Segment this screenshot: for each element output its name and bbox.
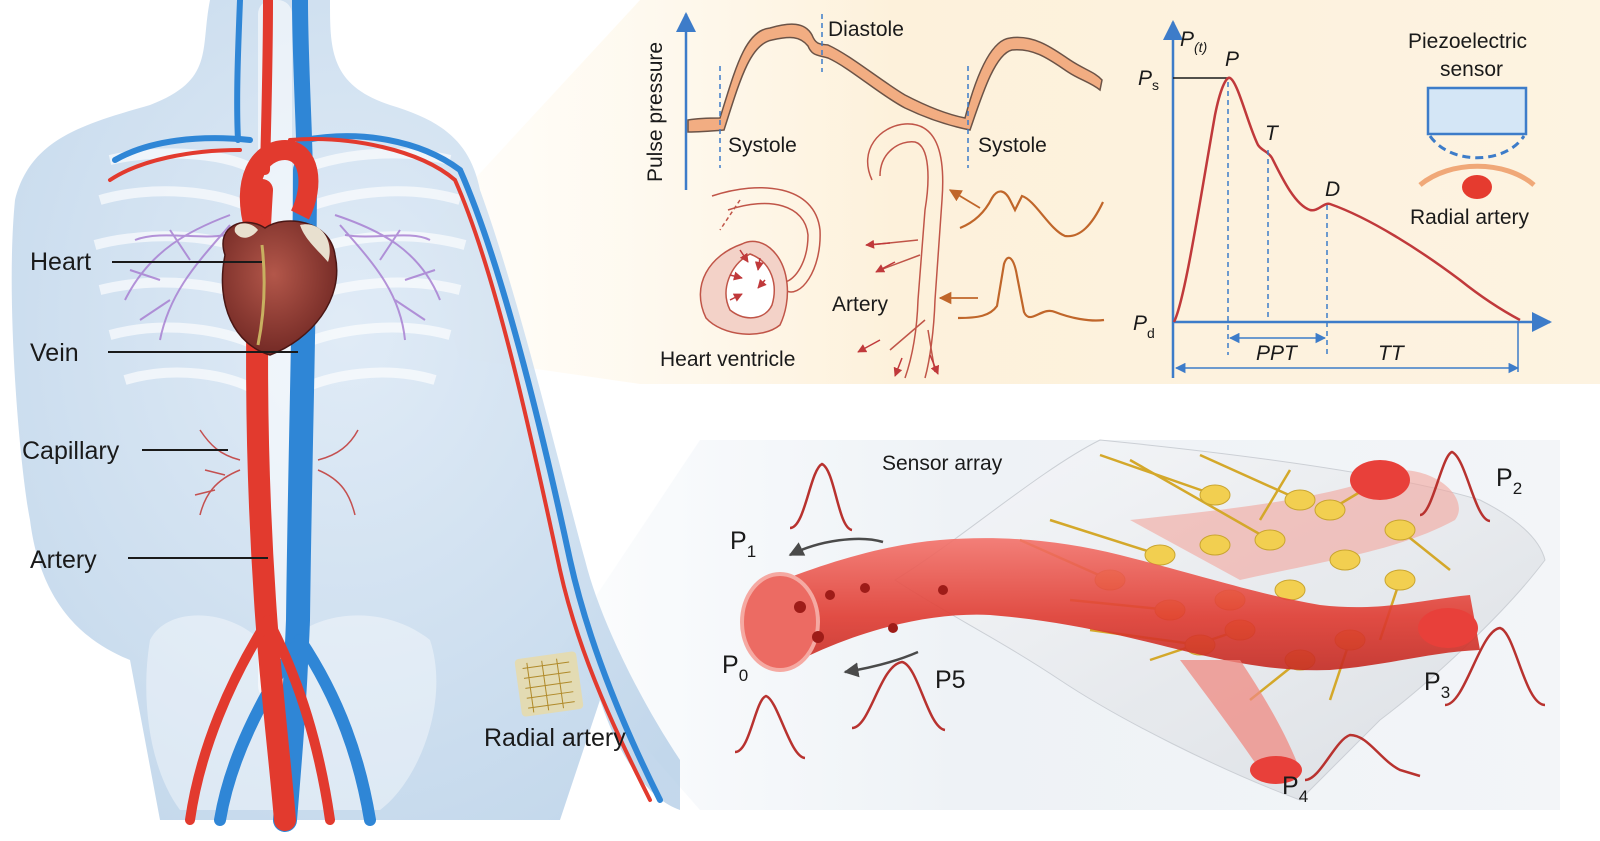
pulse-wave-p2 (1419, 450, 1491, 523)
anatomy-leader-lines (108, 261, 298, 559)
piezo-sensor-label-line1: Piezoelectric (1408, 30, 1527, 53)
point-label-p5: P5 (935, 666, 966, 694)
radial-vessel-branch (1180, 660, 1300, 770)
vessel-opening (740, 572, 820, 672)
pulse-waveform-panel: P(t) Ps Pd P T D PPT TT Piezoelectric se… (1133, 20, 1552, 378)
tt-label: TT (1378, 342, 1406, 365)
flow-arrow-p5 (843, 650, 919, 678)
artery-label: Artery (30, 546, 97, 574)
ventricle-arrows (729, 249, 767, 302)
systole-label-right: Systole (978, 134, 1047, 157)
artery-tree-arrows (857, 239, 940, 377)
peak-d-label: D (1325, 178, 1340, 201)
vessel-end-p3 (1418, 608, 1478, 648)
pulse-waveform-curve (1172, 76, 1521, 323)
peak-t-label: T (1265, 122, 1280, 145)
piezo-sensor-block (1426, 86, 1528, 136)
artery-panel-label: Artery (832, 293, 889, 316)
skin-surface (1418, 163, 1536, 187)
lung-vessels (124, 214, 441, 341)
phase-dividers (719, 14, 969, 168)
heart-illustration (221, 220, 338, 356)
sensor-array-title: Sensor array (882, 452, 1003, 475)
aortic-arch (239, 139, 319, 233)
heart-label: Heart (30, 248, 91, 276)
pulse-pressure-panel: Pulse pressure Diastole Systole Systole … (644, 12, 1105, 379)
point-label-p1: P1 (730, 527, 756, 561)
pulse-wave-p4 (1304, 733, 1421, 782)
radial-artery-sensor-label: Radial artery (1410, 206, 1530, 229)
pd-label: Pd (1133, 312, 1155, 341)
radial-artery-label: Radial artery (484, 724, 626, 752)
point-label-p4: P4 (1282, 772, 1308, 806)
diastole-label: Diastole (828, 18, 904, 41)
pulse-waveforms (734, 450, 1546, 782)
ppt-label: PPT (1256, 342, 1299, 365)
anatomy-illustration: Heart Vein Capillary Artery Radial arter… (11, 0, 681, 832)
piezo-sensor-deflection (1428, 135, 1526, 160)
capillary-network (194, 429, 359, 516)
point-label-p0: P0 (722, 651, 748, 685)
pulse-wave-p5 (851, 660, 946, 732)
body-silhouette (11, 0, 681, 820)
ps-label: Ps (1138, 67, 1159, 93)
pulse-wave-traces (957, 190, 1105, 322)
peak-markers (1227, 82, 1328, 355)
pulse-pressure-band (687, 23, 1103, 133)
piezo-sensor-label-line2: sensor (1440, 58, 1503, 81)
peak-p-label: P (1225, 48, 1239, 71)
point-label-p3: P3 (1424, 668, 1450, 702)
systole-label-left: Systole (728, 134, 797, 157)
vessel-end-p2 (1350, 460, 1410, 500)
vessel-end-p4 (1250, 756, 1302, 784)
top-highlight-band (420, 0, 1600, 384)
pulse-wave-p0 (734, 694, 806, 760)
waveform-y-axis-label: P(t) (1180, 28, 1207, 55)
flow-arrow-p1 (788, 537, 884, 557)
pulse-wave-p1 (789, 462, 853, 532)
pulse-wave-p3 (1444, 626, 1546, 707)
point-label-p2: P2 (1496, 464, 1522, 498)
vein-label: Vein (30, 339, 79, 367)
heart-ventricle-label: Heart ventricle (660, 348, 795, 371)
wrist-sensor-patch (514, 651, 584, 717)
pulse-pressure-axis-label: Pulse pressure (644, 42, 667, 182)
blood-cells (794, 583, 948, 643)
sensor-array-panel: Sensor array (722, 439, 1546, 806)
radial-vessel-main (770, 538, 1480, 671)
capillary-label: Capillary (22, 437, 120, 465)
radial-artery-cross-section (1462, 175, 1492, 199)
incoming-pulse-arrows (938, 189, 981, 305)
